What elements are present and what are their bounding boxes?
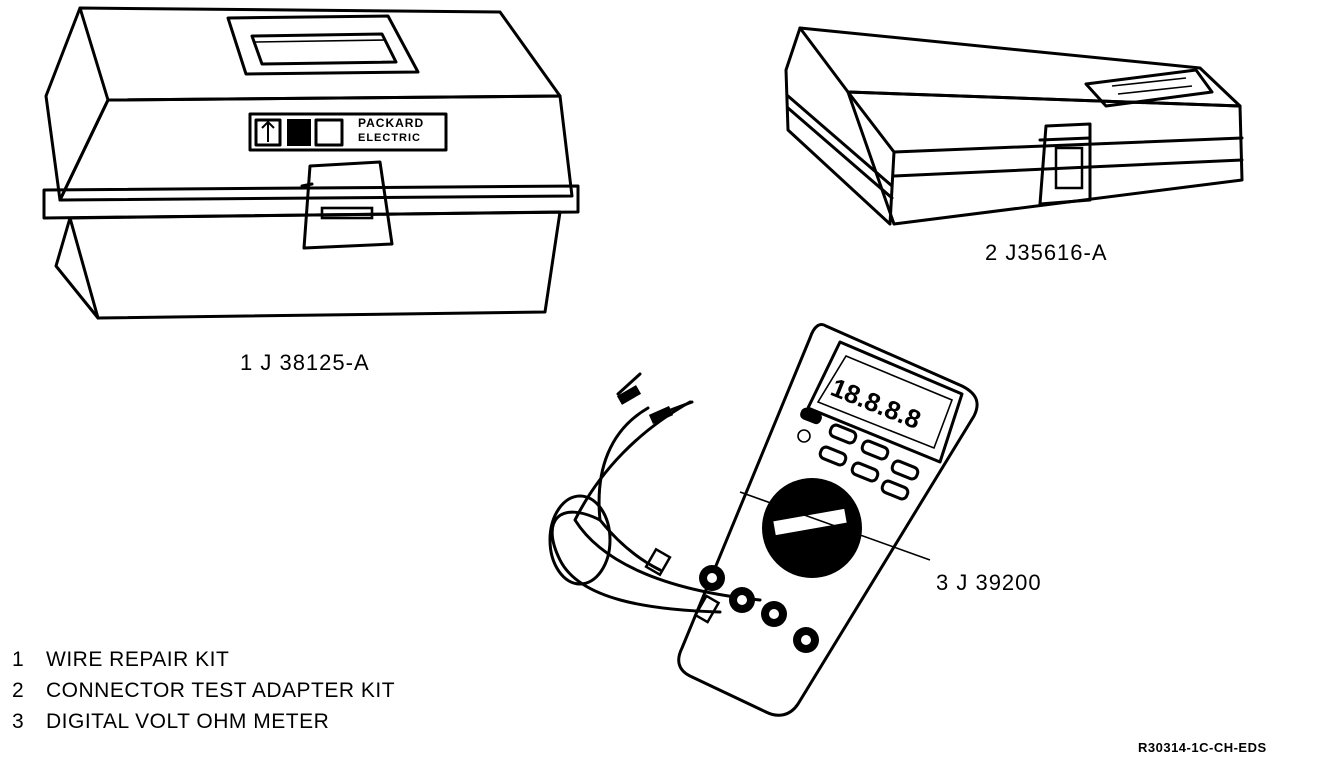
callout-digital-volt-ohm-meter: 3 J 39200 bbox=[936, 570, 1042, 595]
legend-text: CONNECTOR TEST ADAPTER KIT bbox=[46, 679, 396, 702]
legend-number: 3 bbox=[12, 710, 25, 733]
legend-item: 3 DIGITAL VOLT OHM METER bbox=[12, 710, 329, 734]
callout-connector-test-adapter-kit: 2 J35616-A bbox=[985, 240, 1108, 265]
badge-line-2: ELECTRIC bbox=[358, 132, 421, 144]
legend-number: 2 bbox=[12, 679, 25, 702]
connector-test-adapter-kit-illustration bbox=[784, 26, 1244, 226]
legend-item: 1 WIRE REPAIR KIT bbox=[12, 648, 229, 672]
digital-volt-ohm-meter-illustration bbox=[548, 323, 979, 717]
callout-wire-repair-kit: 1 J 38125-A bbox=[240, 350, 370, 375]
figure-reference: R30314-1C-CH-EDS bbox=[1138, 740, 1267, 755]
legend-text: DIGITAL VOLT OHM METER bbox=[46, 710, 330, 733]
legend-text: WIRE REPAIR KIT bbox=[46, 648, 230, 671]
badge-line-1: PACKARD bbox=[358, 116, 425, 130]
legend-item: 2 CONNECTOR TEST ADAPTER KIT bbox=[12, 679, 395, 703]
legend-number: 1 bbox=[12, 648, 25, 671]
wire-repair-kit-illustration bbox=[42, 6, 580, 320]
